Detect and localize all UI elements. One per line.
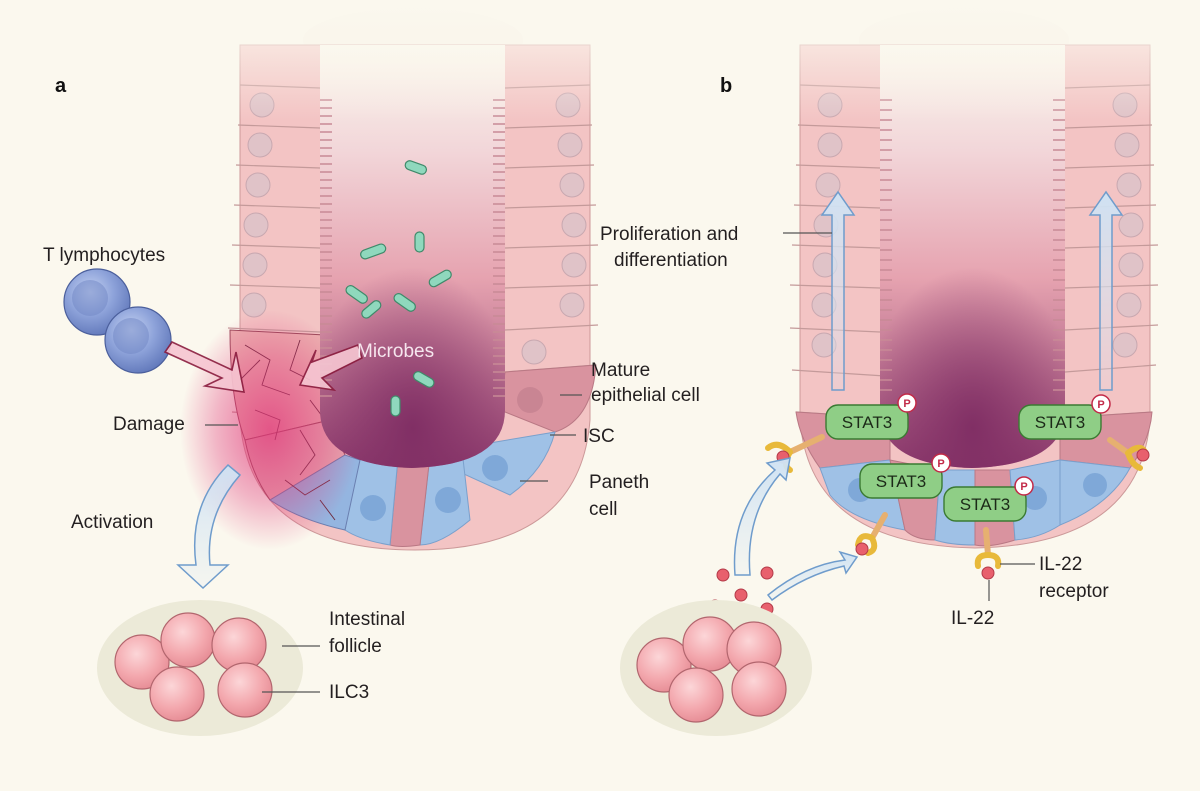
microbe-icon [428,269,452,288]
phospho-icon [1091,394,1111,414]
t-lymphocytes [63,268,172,374]
label-mature-1: Mature [591,360,650,381]
il22-molecule-icon [716,568,730,582]
microbe-icon [361,300,382,319]
label-isc: ISC [583,426,615,447]
crypt-b [789,0,1170,549]
stat3-2: STAT3 P [1018,394,1111,440]
label-t-lymphocytes: T lymphocytes [43,245,165,266]
ilc3-cell-icon [160,612,216,668]
il22-molecule-icon [855,542,869,556]
label-microbes: Microbes [357,341,434,362]
intestinal-follicle-b [620,600,812,736]
label-il22-receptor-1: IL-22 [1039,554,1082,575]
microbe-icon [413,371,435,388]
ilc3-cell-icon [217,662,273,718]
stat3-label: STAT3 [876,472,926,491]
svg-text:P: P [937,458,944,470]
svg-text:P: P [903,398,910,410]
il22-molecule-icon [734,588,748,602]
label-prolif-1: Proliferation and [600,224,738,245]
il22-molecule-icon [981,566,995,580]
svg-text:P: P [1020,481,1027,493]
microbe-icon [390,395,401,417]
label-prolif-2: differentiation [614,250,728,271]
proliferation-arrow-icon [820,190,856,391]
crypt-a [180,0,610,551]
panel-b: b [600,0,1170,736]
ilc3-cell-icon [668,667,724,723]
microbe-icon [360,243,387,260]
stat3-label: STAT3 [842,413,892,432]
il22-receptor-icon [1107,437,1150,471]
label-ilc3: ILC3 [329,682,369,703]
stat3-label: STAT3 [1035,413,1085,432]
panel-a-label: a [55,75,67,97]
intestinal-follicle-a [97,600,303,736]
panel-b-label: b [720,75,732,97]
ilc3-cell-icon [731,661,787,717]
label-follicle-1: Intestinal [329,609,405,630]
proliferation-arrow-icon [1088,190,1124,391]
microbes [345,160,452,417]
microbe-icon [345,285,368,304]
microbe-icon [393,293,416,312]
label-il22-receptor-2: receptor [1039,581,1109,602]
label-il22: IL-22 [951,608,994,629]
svg-text:P: P [1097,399,1104,411]
microbe-icon [404,160,428,175]
stat3-label: STAT3 [960,495,1010,514]
stat3-3: STAT3 P [859,453,951,499]
label-activation: Activation [71,512,153,533]
stat3-1: STAT3 P [825,393,917,440]
panel-a: a [43,0,700,736]
damage-arrows [163,340,363,393]
label-paneth-2: cell [589,499,618,520]
phospho-icon [897,393,917,413]
label-mature-2: epithelial cell [591,385,700,406]
il22-receptor-icon [855,512,888,556]
microbe-icon [414,231,425,253]
il22-molecule-icon [1136,448,1150,462]
ilc3-cell-icon [149,666,205,722]
label-paneth-1: Paneth [589,472,649,493]
activation-arrow-icon [176,463,242,590]
il22-receptor-icon [974,527,1002,580]
damage-arrow-icon [298,343,363,392]
ilc3-cell-icon [114,634,170,690]
secretion-arrow-icon [733,457,791,576]
label-damage: Damage [113,414,185,435]
phospho-icon [931,453,951,473]
secretion-arrow-icon [766,550,859,602]
il22-molecule-icon [760,566,774,580]
damage-arrow-icon [163,340,246,393]
phospho-icon [1014,476,1034,496]
label-follicle-2: follicle [329,636,382,657]
stat3-4: STAT3 P [943,476,1034,522]
